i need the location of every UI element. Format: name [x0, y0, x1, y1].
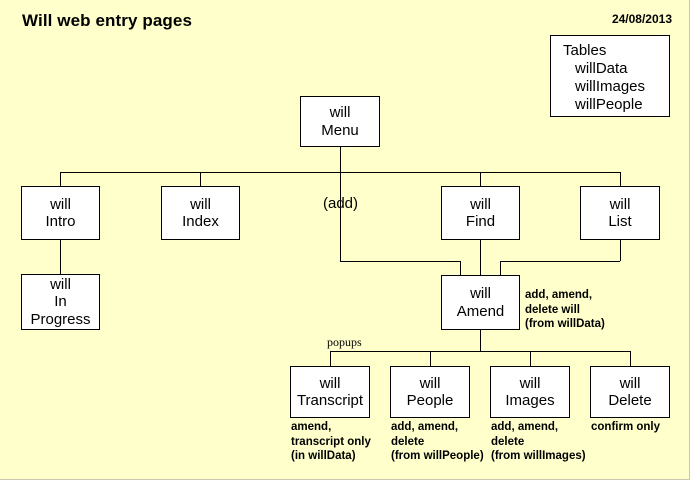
node-will-in-progress-line2: In — [54, 293, 67, 311]
connector-intro-to-in-progress — [60, 240, 61, 274]
node-will-in-progress[interactable]: will In Progress — [21, 274, 100, 330]
annotation-people-line1: add, amend, — [391, 421, 459, 433]
connector-add-to-amend-drop — [460, 261, 461, 275]
annotation-people: add, amend, delete (from willPeople) — [391, 420, 484, 464]
connector-drop-people — [430, 351, 431, 366]
node-will-find[interactable]: will Find — [441, 186, 520, 240]
annotation-images: add, amend, delete (from willImages) — [491, 420, 586, 464]
node-will-transcript[interactable]: will Transcript — [290, 366, 370, 418]
node-will-list-line2: List — [608, 213, 632, 230]
node-will-list-line1: will — [609, 195, 631, 213]
annotation-amend: add, amend, delete will (from willData) — [525, 288, 605, 332]
node-will-amend[interactable]: will Amend — [441, 275, 520, 330]
annotation-images-line1: add, amend, — [491, 421, 559, 433]
node-will-index-line1: will — [190, 195, 211, 213]
connector-drop-index — [200, 172, 201, 186]
connector-drop-add — [340, 172, 341, 261]
node-will-transcript-line2: Transcript — [296, 392, 364, 409]
node-will-find-line2: Find — [465, 213, 496, 230]
node-will-people[interactable]: will People — [390, 366, 470, 418]
connector-drop-transcript — [330, 351, 331, 366]
annotation-images-line3: (from willImages) — [491, 450, 586, 463]
connector-drop-list — [620, 172, 621, 186]
node-will-index[interactable]: will Index — [161, 186, 240, 240]
date-stamp: 24/08/2013 — [611, 12, 672, 26]
annotation-people-line2: delete — [391, 435, 425, 448]
node-will-menu-line2: Menu — [321, 121, 359, 139]
annotation-amend-line2: delete will — [525, 303, 580, 316]
annotation-people-line3: (from willPeople) — [391, 450, 484, 463]
annotation-images-line2: delete — [491, 435, 525, 448]
annotation-delete: confirm only — [591, 420, 660, 435]
connector-label-popups: popups — [327, 335, 362, 349]
node-will-amend-line2: Amend — [456, 302, 505, 320]
node-will-delete-line1: will — [619, 374, 641, 392]
node-will-intro[interactable]: will Intro — [21, 186, 100, 240]
node-will-in-progress-line1: will — [50, 276, 71, 294]
connector-add-to-amend-horizontal — [340, 261, 460, 262]
connector-popups-bus — [330, 351, 630, 352]
tables-legend-item-willdata: willData — [575, 60, 628, 78]
node-will-delete-line2: Delete — [608, 392, 652, 409]
node-will-in-progress-line3: Progress — [30, 310, 91, 328]
tables-legend-heading: Tables — [563, 42, 607, 59]
connector-list-to-amend-drop — [500, 261, 501, 275]
node-will-amend-line1: will — [470, 285, 491, 303]
connector-menu-stem — [340, 147, 341, 172]
connector-drop-images — [530, 351, 531, 366]
connector-drop-delete — [630, 351, 631, 366]
node-will-images-line2: Images — [505, 392, 555, 409]
node-will-people-line2: People — [406, 392, 454, 409]
connector-list-to-amend-horizontal — [500, 261, 620, 262]
connector-drop-find — [480, 172, 481, 186]
connector-list-down — [620, 240, 621, 261]
annotation-transcript-line3: (in willData) — [291, 450, 356, 463]
connector-amend-to-popups-stem — [480, 330, 481, 351]
annotation-transcript: amend, transcript only (in willData) — [291, 420, 371, 464]
node-will-images[interactable]: will Images — [490, 366, 570, 418]
node-will-list[interactable]: will List — [580, 186, 660, 240]
node-will-images-line1: will — [519, 374, 541, 392]
node-add-label: (add) — [322, 195, 359, 212]
node-will-menu[interactable]: will Menu — [300, 96, 380, 147]
annotation-delete-line1: confirm only — [591, 421, 661, 433]
node-will-intro-line1: will — [50, 195, 71, 213]
tables-legend-item-willpeople: willPeople — [575, 96, 643, 114]
connector-drop-intro — [60, 172, 61, 186]
node-will-transcript-line1: will — [319, 374, 341, 392]
node-will-index-line2: Index — [182, 213, 219, 230]
annotation-amend-line3: (from willData) — [525, 318, 605, 331]
connector-find-to-amend — [480, 240, 481, 275]
annotation-transcript-line1: amend, — [291, 421, 332, 433]
node-will-find-line1: will — [470, 195, 491, 213]
tables-legend-box: Tables willData willImages willPeople — [550, 35, 670, 117]
node-will-delete[interactable]: will Delete — [590, 366, 670, 418]
tables-legend-item-willimages: willImages — [575, 78, 646, 96]
node-will-people-line1: will — [419, 374, 441, 392]
node-will-menu-line1: will — [329, 104, 351, 122]
annotation-transcript-line2: transcript only — [291, 435, 371, 448]
annotation-amend-line1: add, amend, — [525, 289, 593, 301]
node-will-intro-line2: Intro — [45, 213, 76, 230]
page-title: Will web entry pages — [22, 11, 192, 30]
